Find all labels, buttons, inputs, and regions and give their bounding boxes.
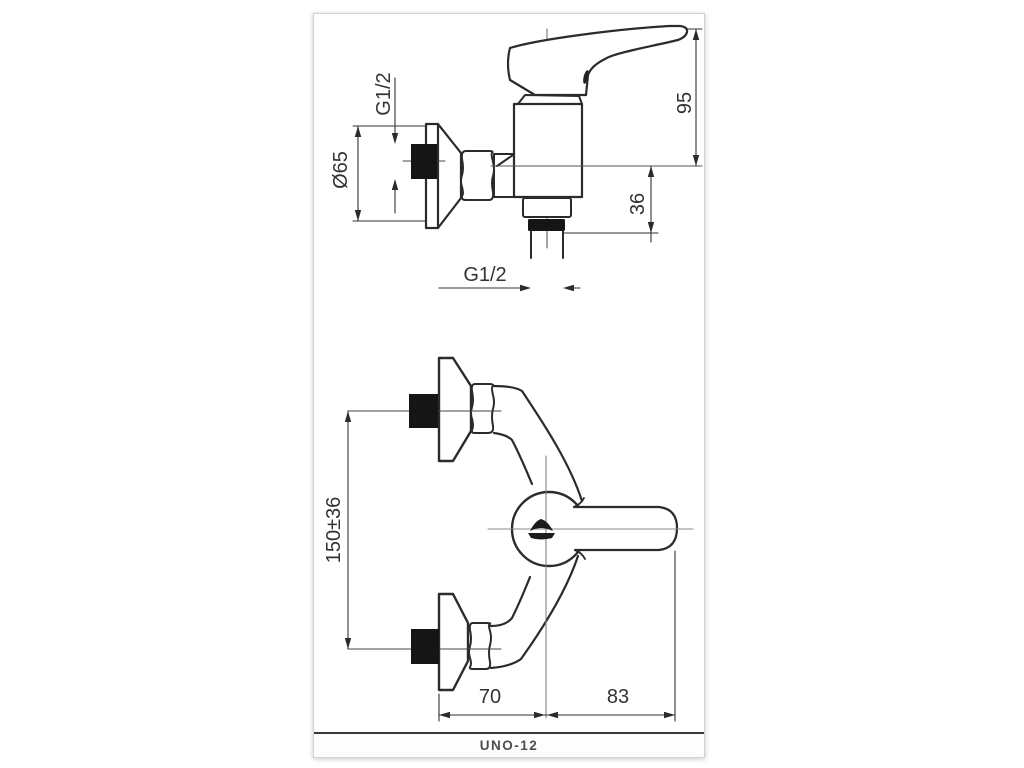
dim-total-height: [687, 28, 703, 167]
arrowhead-right: [664, 711, 675, 719]
outlet-pipe: [530, 230, 564, 259]
arrowhead-left: [563, 284, 574, 292]
handle-shading: [583, 70, 589, 84]
dim-label-flange-diameter: Ø65: [330, 151, 352, 189]
arrowhead-down: [692, 155, 700, 166]
arrowhead-right: [520, 284, 531, 292]
faucet-body: [512, 102, 584, 199]
arrowhead-down: [391, 133, 399, 144]
dim-label-total-height: 95: [674, 92, 696, 114]
arrowhead-down: [344, 638, 352, 649]
upper-thread-block: [409, 394, 438, 428]
lower-wall-flange: [437, 592, 470, 692]
hex-nut: [460, 150, 495, 201]
lever-handle: [506, 24, 689, 97]
front-view: 150±36 70 83: [323, 356, 694, 722]
arrowhead-up: [647, 166, 655, 177]
lower-arm: [489, 554, 580, 670]
handle-fillets: [573, 497, 586, 560]
arrowhead-down: [354, 210, 362, 221]
dim-label-thread-bottom: G1/2: [463, 264, 506, 286]
arrowhead-down: [647, 222, 655, 233]
outlet-thread-ring: [528, 219, 565, 231]
arrowhead-up: [391, 179, 399, 190]
dim-flange-diameter: [352, 125, 427, 222]
thread-block: [411, 144, 437, 179]
lower-thread-block: [411, 629, 439, 664]
arrowhead-left: [547, 711, 558, 719]
brand-logo: [528, 519, 555, 540]
arrowhead-up: [354, 126, 362, 137]
cartridge-cap: [517, 94, 583, 105]
side-view: Ø65 G1/2 95 36: [330, 24, 703, 292]
upper-arm: [491, 384, 584, 503]
dim-label-width-left: 70: [479, 686, 501, 708]
arrowhead-up: [344, 411, 352, 422]
dim-label-outlet-offset: 36: [627, 193, 649, 215]
product-code: UNO-12: [479, 738, 539, 753]
dim-label-thread-top: G1/2: [373, 72, 395, 115]
lower-hex-nut: [468, 622, 492, 670]
upper-wall-flange: [437, 356, 473, 463]
upper-hex-nut: [470, 383, 495, 434]
title-block: UNO-12: [314, 732, 704, 757]
dim-label-centers-distance: 150±36: [323, 497, 345, 564]
drawing-page: Ø65 G1/2 95 36: [313, 13, 705, 758]
arrowhead-right: [534, 711, 545, 719]
dim-label-width-right: 83: [607, 686, 629, 708]
drawing-canvas: Ø65 G1/2 95 36: [323, 24, 703, 722]
outlet-hex-nut: [522, 197, 572, 218]
arrowhead-left: [439, 711, 450, 719]
arrowhead-up: [692, 29, 700, 40]
